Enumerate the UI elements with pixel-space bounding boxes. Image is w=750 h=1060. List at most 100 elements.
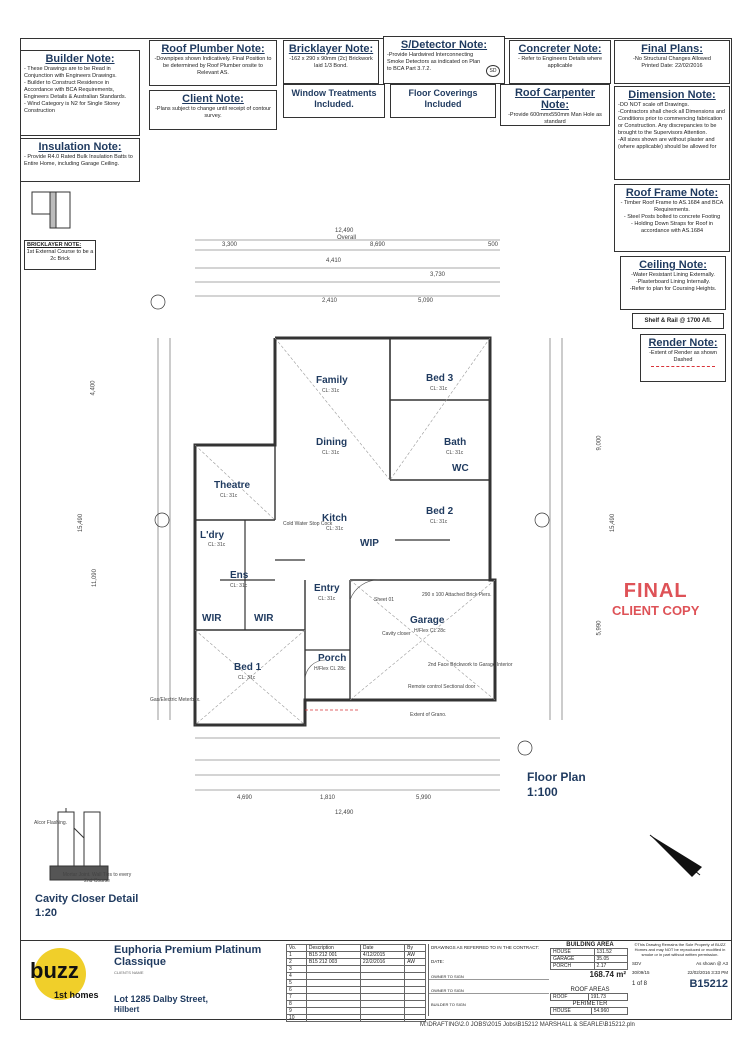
table-row: 4 — [286, 972, 426, 980]
insulation-title: Insulation Note: — [38, 141, 122, 153]
roof-plumber-title: Roof Plumber Note: — [161, 43, 265, 55]
note-sheet: Sheet 01 — [374, 597, 395, 603]
render-text: -Extent of Render as shown Dashed — [649, 350, 717, 363]
render-note: Render Note: -Extent of Render as shown … — [640, 334, 726, 382]
dim-overall-top: 12,490 — [335, 228, 354, 234]
dim-left-11090: 11,090 — [91, 569, 98, 587]
room-bath-cl: CL: 31c — [446, 450, 464, 456]
area-cell: PORCH — [550, 962, 595, 970]
table-row: 10 — [286, 1014, 426, 1022]
floor-plan-scale: 1:100 — [527, 785, 558, 799]
dim-top-c: 500 — [488, 242, 499, 248]
roof-frame-line: - Timber Roof Frame to AS.1684 and BCA R… — [620, 200, 724, 213]
dim-bed3-w: 3,730 — [430, 272, 446, 278]
floor-coverings-text: Floor Coverings Included — [408, 88, 478, 109]
cavity-detail-title: Cavity Closer Detail — [35, 893, 139, 905]
bricklayer2-text: 1st External Course to be a 2c Brick — [26, 249, 94, 262]
table-row: 8 — [286, 1000, 426, 1008]
rev-cell: 4/12/2015 — [359, 951, 406, 959]
room-entry: Entry — [314, 583, 340, 594]
room-wir-1: WIR — [202, 613, 222, 624]
final-plans-line: Printed Date: 22/02/2016 — [641, 63, 703, 69]
building-area-title: BUILDING AREA — [566, 942, 614, 948]
roof-areas-title: ROOF AREAS — [570, 987, 610, 993]
north-arrow-icon — [649, 834, 702, 877]
roof-carpenter-title: Roof Carpenter Note: — [514, 87, 596, 111]
table-row: 3 — [286, 965, 426, 973]
builder-note-line: - Wind Category is N2 for Single Storey … — [24, 101, 120, 114]
dimension-line: -All sizes shown are without plaster and… — [618, 137, 717, 150]
contract-label: DRAWINGS AS REFERRED TO IN THE CONTRACT: — [431, 945, 539, 950]
ceiling-line: -Plasterboard Lining Internally. — [635, 279, 711, 285]
room-kitch-cl: CL: 31c — [326, 526, 344, 532]
note-extent-grano: Extent of Grano. — [410, 712, 447, 718]
table-row: 1 B15 212 001 4/12/2015 AW — [286, 951, 426, 959]
dim-right-5990: 5,990 — [596, 620, 603, 636]
dim-top-a: 3,300 — [222, 242, 238, 248]
dimension-note: Dimension Note: -DO NOT scale off Drawin… — [614, 86, 730, 180]
insulation-text: - Provide R4.0 Rated Bulk Insulation Bat… — [24, 154, 133, 167]
client-title: Client Note: — [182, 93, 244, 105]
room-theatre-cl: CL: 31c — [220, 493, 238, 499]
dim-bot-d: 12,490 — [335, 810, 354, 816]
dim-overall-label: Overall — [337, 235, 357, 241]
area-cell: 2.17 — [593, 962, 629, 970]
shelf-text: Shelf & Rail @ 1700 Afl. — [644, 318, 712, 324]
bricklayer-note: Bricklayer Note: -162 x 290 x 90mm (2c) … — [283, 40, 379, 84]
roof-frame-note: Roof Frame Note: - Timber Roof Frame to … — [614, 184, 730, 252]
dimension-title: Dimension Note: — [628, 89, 716, 101]
roof-frame-line: - Holding Down Straps for Roof in accord… — [631, 221, 713, 234]
table-row: 9 — [286, 1007, 426, 1015]
detail-alcor-note: Alcor Flashing. — [34, 820, 68, 826]
shelf-note: Shelf & Rail @ 1700 Afl. — [632, 313, 724, 329]
stamp-line-1: FINAL — [623, 580, 688, 602]
cavity-detail-scale: 1:20 — [35, 907, 58, 919]
bricklayer-note-2: BRICKLAYER NOTE: 1st External Course to … — [24, 240, 96, 270]
note-cold-water: Cold Water Stop Cock — [283, 521, 333, 527]
room-bed3-cl: CL: 31c — [430, 386, 448, 392]
rev-cell: AW — [404, 958, 426, 966]
lot-address: Lot 1285 Dalby Street, — [114, 994, 209, 1004]
logo-sub-text: 1st homes — [54, 990, 99, 1000]
area-cell: GARAGE — [550, 955, 595, 963]
floor-coverings-note: Floor Coverings Included — [390, 84, 496, 118]
rev-cell: B15 212 003 — [305, 958, 361, 966]
roof-frame-line: - Steel Posts bolted to concrete Footing — [623, 214, 721, 220]
dim-family-w: 4,410 — [326, 258, 342, 264]
scale-value: As shown @ A3 — [696, 961, 728, 966]
ceiling-line: -Water Resistant Lining Externally. — [631, 272, 715, 278]
project-number: B15212 — [689, 978, 728, 990]
room-family: Family — [316, 375, 348, 386]
dimension-line: -Contractors shall check all Dimensions … — [618, 109, 725, 136]
ceiling-line: -Refer to plan for Coursing Heights. — [629, 286, 717, 292]
room-bed3: Bed 3 — [426, 373, 454, 384]
room-bath: Bath — [444, 437, 467, 448]
rev-cell: AW — [404, 951, 426, 959]
dim-bath-w: 5,090 — [418, 298, 434, 304]
builder-note-title: Builder Note: — [45, 53, 115, 65]
rev-head: Description — [305, 944, 361, 952]
rev-cell: 1 — [286, 951, 307, 959]
client-text: -Plans subject to change until receipt o… — [155, 106, 271, 119]
logo-main-text: buzz — [30, 958, 79, 983]
client-name-label: CLIENTS NAME — [114, 970, 144, 975]
note-face-brickwork: 2nd Face Brickwork to Garage Interior — [428, 662, 513, 668]
rev-cell: 3 — [286, 965, 307, 973]
dim-bot-b: 1,810 — [320, 795, 336, 801]
render-dash-line — [651, 366, 715, 367]
rev-cell: 5 — [286, 979, 307, 987]
roof-carpenter-text: -Provide 600mmx550mm Man Hole as standar… — [508, 112, 602, 125]
detector-note: S/Detector Note: -Provide Hardwired Inte… — [383, 36, 505, 84]
design-name: Euphoria Premium Platinum Classique — [114, 944, 262, 968]
brick-detail-drawing — [31, 191, 71, 229]
rev-cell: 9 — [286, 1007, 307, 1015]
contract-section: DRAWINGS AS REFERRED TO IN THE CONTRACT:… — [428, 944, 549, 1016]
room-bed1-cl: CL: 31c — [238, 675, 256, 681]
builder-note-line: - Builder to Construct Residence in Acco… — [24, 80, 127, 100]
dim-top-b: 8,690 — [370, 242, 386, 248]
